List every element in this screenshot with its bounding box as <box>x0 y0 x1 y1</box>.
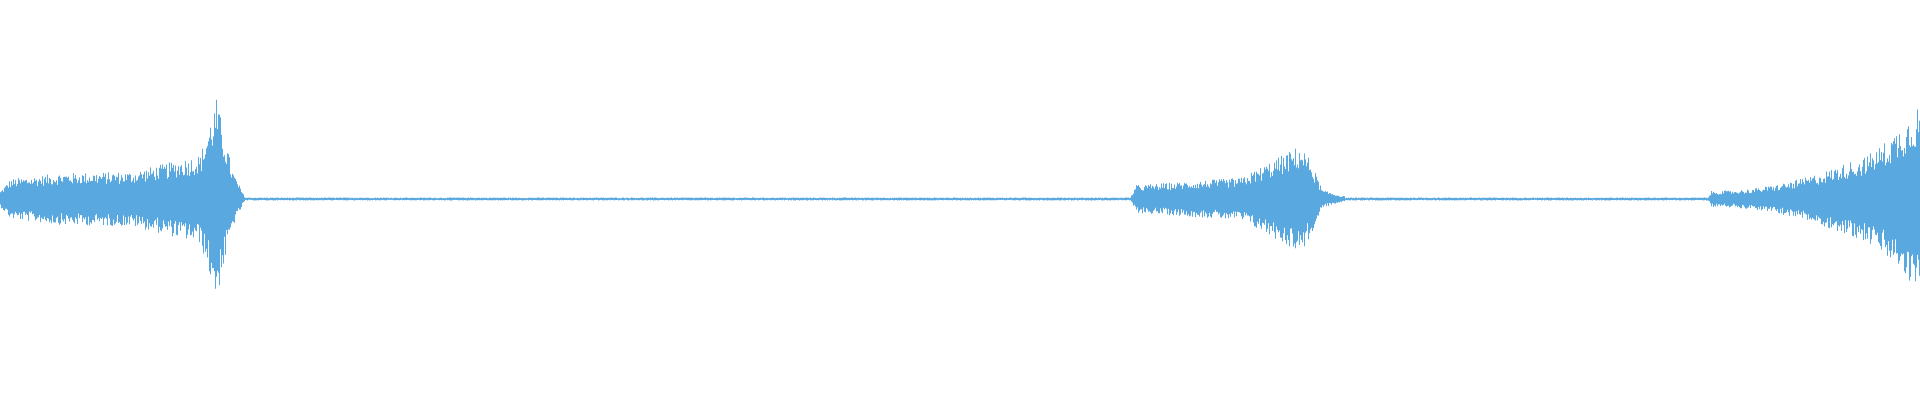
audio-waveform[interactable] <box>0 0 1920 400</box>
